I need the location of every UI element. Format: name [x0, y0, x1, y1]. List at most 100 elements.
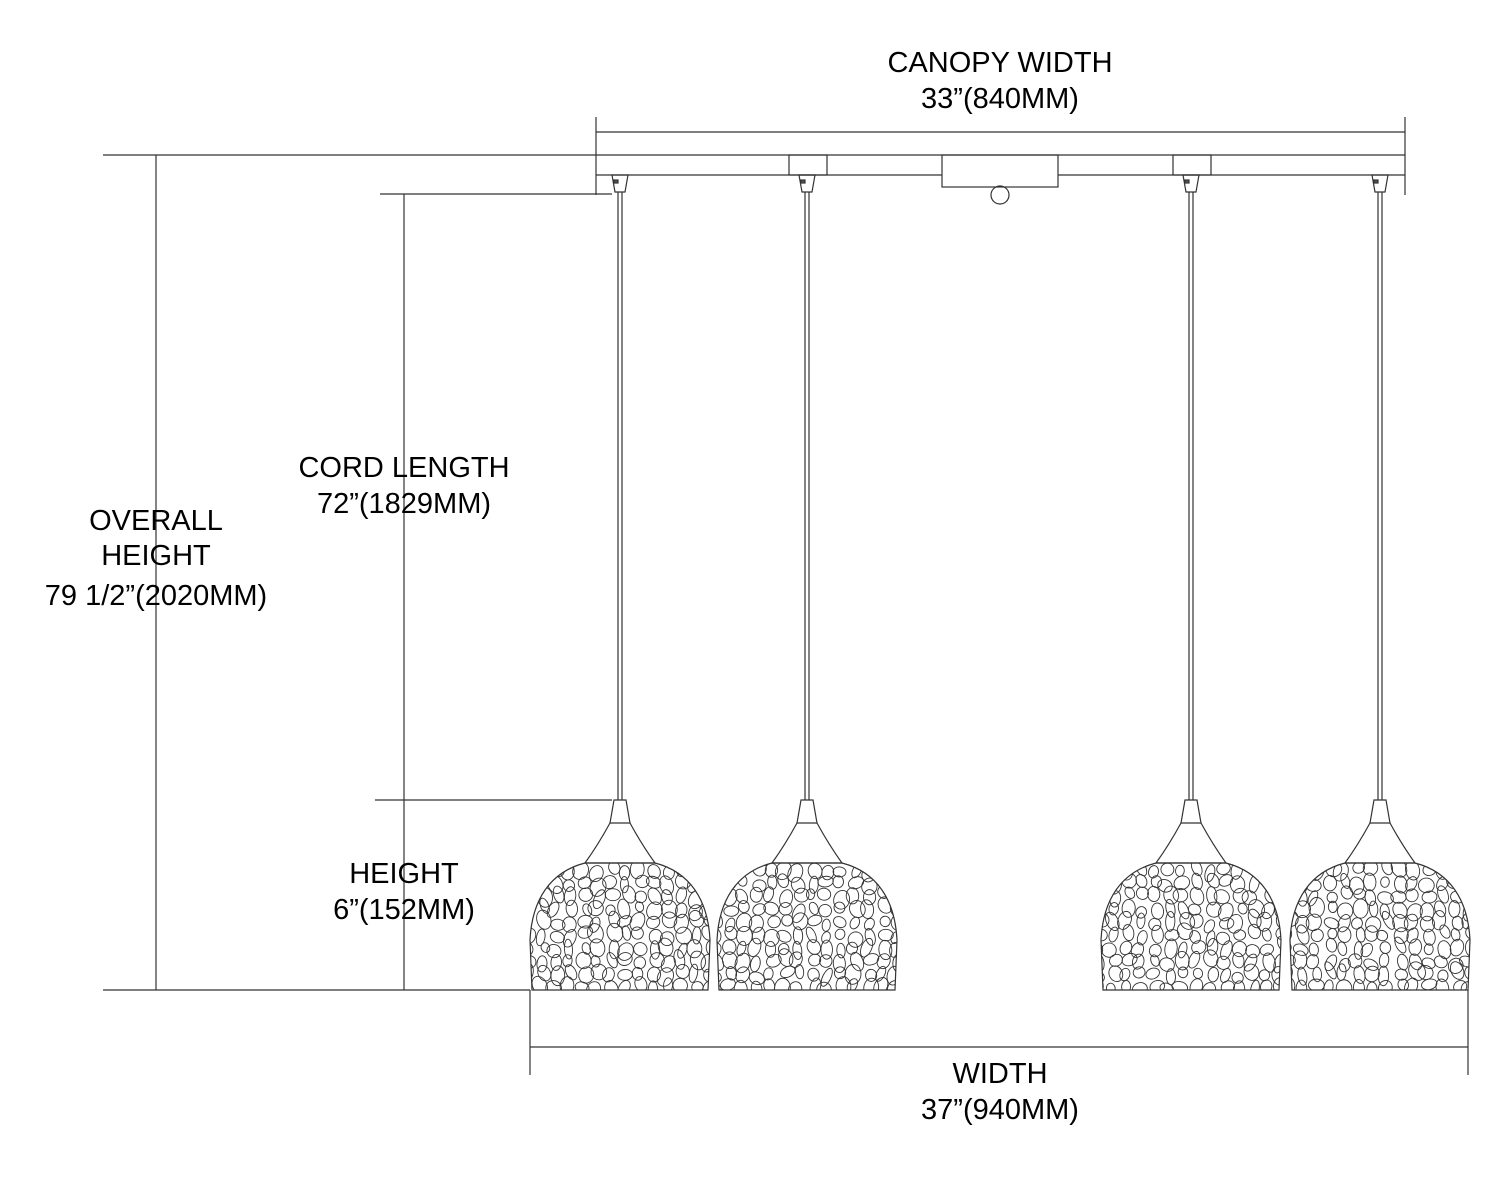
glass-bubble	[1290, 926, 1293, 941]
glass-bubble	[751, 926, 766, 945]
glass-bubble	[1460, 981, 1470, 990]
glass-bubble	[889, 897, 897, 918]
pendant	[716, 174, 898, 991]
glass-bubble	[1353, 979, 1365, 990]
glass-bubble	[1335, 979, 1353, 990]
glass-bubble	[717, 887, 720, 904]
glass-bubble	[1220, 980, 1236, 990]
glass-bubble	[578, 966, 595, 984]
cap-top	[1369, 799, 1391, 824]
glass-bubble	[1435, 978, 1450, 990]
socket	[1182, 174, 1200, 193]
glass-bubble	[629, 911, 646, 931]
pendant	[1100, 174, 1282, 991]
glass-bubble	[577, 925, 593, 939]
glass-bubble	[1363, 872, 1377, 892]
glass-bubble	[1290, 873, 1295, 890]
glass-bubble	[659, 875, 674, 895]
glass-bubble	[1378, 980, 1393, 990]
glass-bubble	[806, 939, 822, 955]
glass-bubble	[536, 955, 548, 973]
glass-bubble	[1337, 941, 1348, 956]
glass-bubble	[737, 900, 750, 914]
glass-bubble	[1165, 898, 1176, 918]
glass-bubble	[1135, 906, 1147, 919]
glass-bubble	[675, 963, 690, 979]
glass-bubble	[1101, 863, 1106, 881]
glass-bubble	[805, 926, 817, 944]
glass-bubble	[1325, 863, 1343, 878]
glass-bubble	[734, 952, 751, 974]
glass-bubble	[764, 863, 779, 878]
glass-bubble	[1364, 889, 1377, 907]
glass-bubble	[791, 903, 806, 924]
cord-length-label: CORD LENGTH	[298, 452, 510, 484]
glass-bubble	[1136, 912, 1146, 929]
glass-bubble	[1163, 885, 1179, 905]
glass-bubble	[1273, 977, 1281, 990]
glass-bubble	[1101, 929, 1108, 942]
glass-bubble	[1305, 913, 1322, 932]
glass-bubble	[1108, 865, 1118, 877]
glass-bubble	[582, 903, 593, 917]
glass-bubble	[763, 967, 774, 981]
glass-bubble	[792, 940, 803, 960]
glass-bubble	[1447, 957, 1464, 974]
glass-bubble	[780, 965, 796, 979]
glass-bubble	[1101, 971, 1105, 984]
glass-bubble	[747, 937, 762, 957]
glass-bubble	[530, 863, 532, 880]
glass-bubble	[563, 886, 577, 906]
overall-height-dimension	[103, 154, 596, 991]
glass-bubble	[1187, 903, 1202, 916]
glass-bubble	[606, 951, 618, 969]
glass-bubble	[1217, 902, 1234, 922]
glass-bubble	[530, 927, 537, 945]
glass-bubble	[1145, 967, 1160, 980]
set-screw-icon	[613, 179, 619, 184]
glass-bubble	[1337, 902, 1354, 920]
glass-bubble	[1290, 975, 1296, 990]
glass-bubble	[633, 942, 648, 957]
glass-bubble	[879, 915, 891, 928]
glass-bubble	[1308, 896, 1325, 918]
glass-bubble	[1261, 902, 1275, 920]
glass-bubble	[577, 914, 594, 929]
glass-bubble	[530, 955, 537, 969]
glass-bubble	[1271, 966, 1281, 987]
glass-bubble	[724, 863, 735, 874]
glass-bubble	[717, 902, 721, 918]
glass-bubble	[674, 872, 692, 890]
glass-bubble	[860, 937, 874, 958]
glass-bubble	[687, 876, 698, 893]
glass-bubble	[1201, 982, 1217, 990]
glass-bubble	[1189, 913, 1204, 929]
glass-bubble	[659, 931, 675, 947]
glass-bubble	[621, 925, 632, 941]
glass-bubble	[608, 910, 621, 929]
cap-flare	[770, 822, 844, 864]
glass-bubble	[672, 977, 688, 990]
glass-bubble	[1275, 891, 1281, 907]
glass-bubble	[1323, 979, 1334, 990]
glass-bubble	[1260, 865, 1273, 879]
glass-bubble	[649, 952, 665, 968]
glass-bubble	[549, 930, 565, 944]
glass-bubble	[1105, 982, 1116, 990]
glass-bubble	[1366, 981, 1378, 990]
glass-bubble	[1275, 911, 1281, 930]
glass-bubble	[1203, 949, 1219, 968]
glass-bubble	[1105, 911, 1120, 931]
glass-bubble	[1207, 966, 1219, 983]
glass-bubble	[723, 905, 740, 917]
glass-bubble	[648, 928, 663, 945]
glass-bubble	[537, 965, 552, 982]
glass-bubble	[816, 887, 832, 901]
glass-bubble	[675, 886, 688, 904]
glass-bubble	[808, 875, 819, 894]
glass-bubble	[631, 966, 644, 981]
glass-bubble	[1352, 898, 1369, 919]
cap-flare	[1343, 822, 1417, 864]
glass-bubble	[890, 863, 897, 876]
glass-bubble	[836, 942, 846, 959]
